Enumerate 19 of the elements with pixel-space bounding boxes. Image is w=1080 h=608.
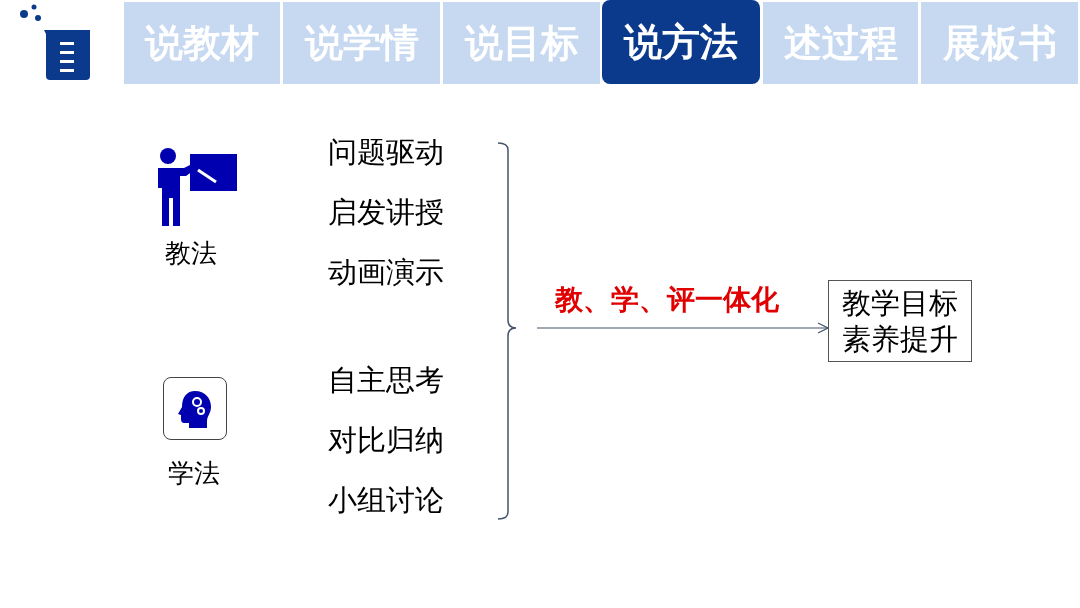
category-label: 学法: [168, 460, 220, 486]
target-box: [828, 280, 972, 362]
method-text: 小组讨论: [328, 486, 444, 515]
category-label: 教法: [165, 240, 217, 266]
tab: 说学情: [283, 2, 440, 84]
method-text: 启发讲授: [328, 198, 444, 227]
arrow: [536, 322, 829, 334]
target-text: 教学目标: [842, 285, 958, 321]
tab: 述过程: [763, 2, 918, 84]
method-text: 对比归纳: [328, 426, 444, 455]
tab: 展板书: [921, 2, 1078, 84]
method-text: 自主思考: [328, 366, 444, 395]
tab: 说目标: [443, 2, 600, 84]
active-tab: 说方法: [602, 0, 760, 84]
method-text: 动画演示: [328, 258, 444, 287]
edge-label: 教、学、评一体化: [554, 286, 779, 314]
tab: 说教材: [124, 2, 280, 84]
method-text: 问题驱动: [328, 138, 444, 167]
target-text: 素养提升: [842, 322, 958, 357]
